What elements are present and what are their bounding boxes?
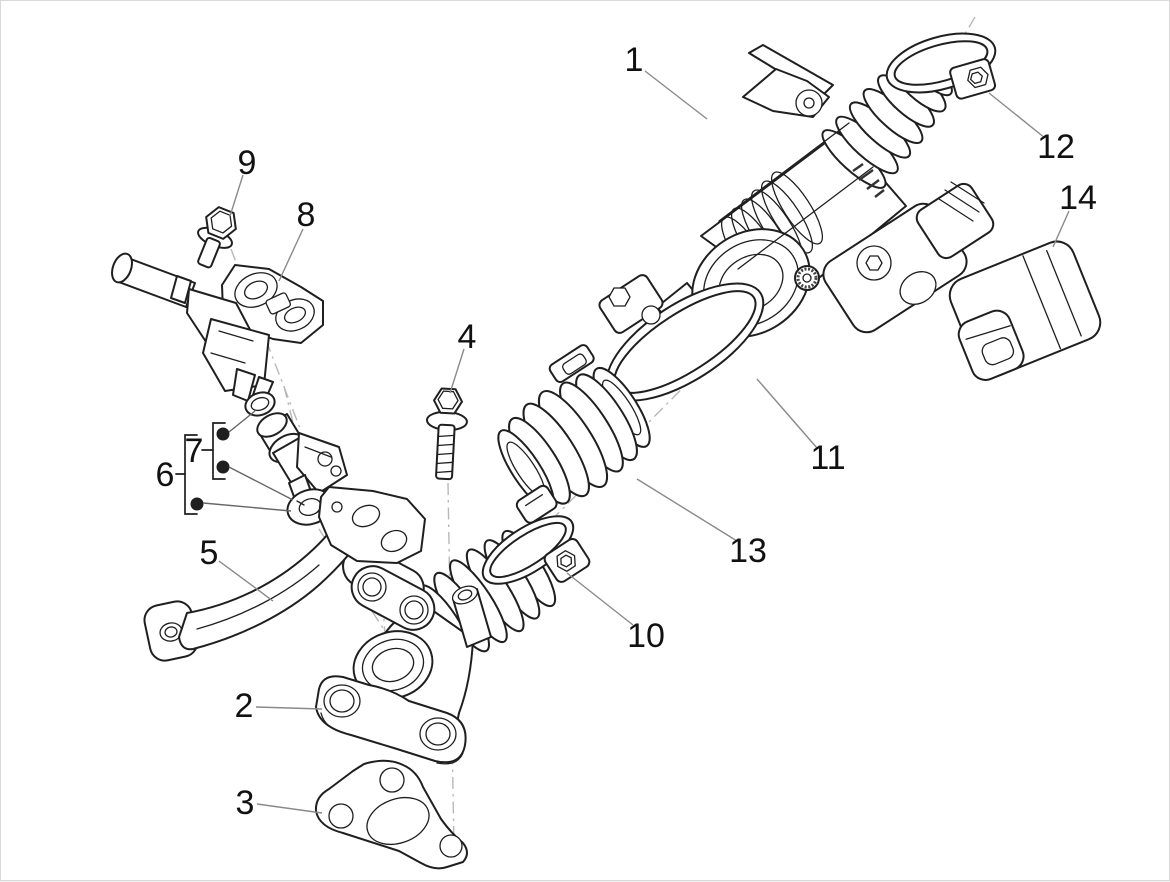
leader-10 [566, 572, 634, 626]
part-label-2: 2 [235, 687, 254, 725]
leader-14 [1052, 210, 1070, 248]
part-label-14: 14 [1059, 179, 1097, 217]
part-label-5: 5 [200, 534, 219, 572]
leader-2 [255, 706, 323, 710]
leader-1 [644, 70, 708, 120]
part-sensor-bracket [111, 252, 324, 404]
part-label-6: 6 [156, 456, 175, 494]
part-gasket [314, 759, 468, 870]
part-connector-cover [948, 240, 1102, 381]
part-label-9: 9 [238, 144, 257, 182]
part-label-8: 8 [297, 196, 316, 234]
bullet-marker [216, 460, 230, 474]
group-brackets [175, 410, 294, 515]
part-label-11: 11 [810, 439, 845, 477]
leader-4 [449, 348, 465, 394]
bullet-marker [190, 497, 204, 511]
part-label-3: 3 [236, 784, 255, 822]
part-label-13: 13 [729, 532, 767, 570]
body-markings [852, 163, 885, 198]
leader-5 [218, 560, 274, 602]
part-clamp-small [481, 515, 591, 585]
leader-8 [278, 228, 304, 282]
leader-lines [218, 70, 1070, 814]
part-clamp-upper [885, 32, 997, 100]
part-label-7: 7 [185, 432, 204, 470]
idle-screw [794, 265, 820, 291]
leader-12 [988, 92, 1046, 139]
part-label-12: 12 [1037, 128, 1075, 166]
part-rubber-joint [497, 344, 651, 524]
part-hex-bolt [197, 206, 237, 269]
leader-11 [756, 378, 818, 449]
leader-9 [229, 174, 244, 217]
part-fuel-injector [256, 412, 348, 506]
part-label-1: 1 [625, 41, 644, 79]
part-label-4: 4 [458, 318, 477, 356]
bullet-marker [216, 427, 230, 441]
leader-13 [636, 478, 738, 542]
part-oring [244, 391, 276, 417]
part-support-bracket [143, 486, 426, 662]
part-label-10: 10 [627, 617, 665, 655]
part-screw [425, 387, 468, 481]
leader-3 [256, 803, 323, 814]
callout-labels: 1 2 3 4 5 6 7 8 9 10 11 12 13 14 [156, 41, 1097, 822]
sensor-connector-stub [915, 181, 995, 260]
